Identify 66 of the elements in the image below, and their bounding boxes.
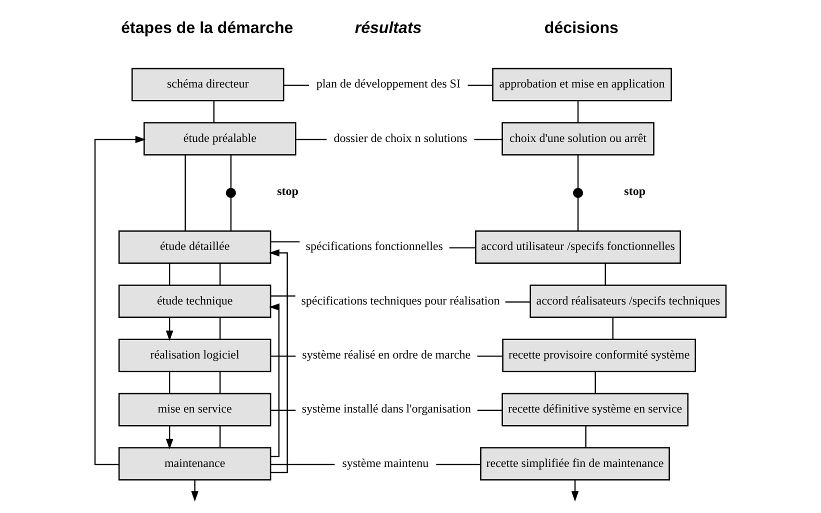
connector bbox=[219, 318, 221, 340]
node-box: étude détaillée bbox=[118, 230, 272, 264]
node-text: système maintenu bbox=[342, 456, 429, 470]
connector bbox=[577, 155, 579, 188]
connector bbox=[468, 84, 492, 86]
node-box: choix d'une solution ou arrêt bbox=[502, 122, 654, 156]
connector bbox=[270, 356, 296, 357]
node-box: étude technique bbox=[118, 284, 272, 318]
node-box: mise en service bbox=[118, 392, 272, 426]
label: étapes de la démarche bbox=[121, 19, 294, 38]
arrow bbox=[94, 136, 146, 466]
connector bbox=[168, 263, 170, 286]
arrow bbox=[268, 249, 288, 474]
connector bbox=[577, 100, 579, 123]
connector bbox=[230, 198, 232, 231]
node-box: recette simplifiée fin de maintenance bbox=[480, 447, 670, 480]
connector bbox=[219, 372, 221, 394]
arrow bbox=[269, 303, 280, 458]
connector bbox=[585, 426, 586, 448]
connector bbox=[213, 100, 214, 123]
connector bbox=[296, 138, 327, 140]
node-box: maintenance bbox=[118, 447, 272, 480]
node-text: système réalisé en ordre de marche bbox=[302, 348, 471, 362]
node-box: recette provisoire conformité système bbox=[502, 338, 696, 372]
node-box: approbation et mise en application bbox=[492, 68, 672, 102]
node-label: stop bbox=[624, 184, 646, 198]
node-text: système installé dans l'organisation bbox=[302, 402, 471, 416]
node-text: spécifications fonctionnelles bbox=[306, 239, 443, 254]
connector bbox=[270, 241, 300, 242]
connector bbox=[604, 263, 606, 286]
arrow bbox=[166, 318, 174, 342]
connector bbox=[219, 263, 221, 286]
node-box: recette définitive système en service bbox=[502, 392, 689, 426]
connector bbox=[270, 410, 296, 411]
connector bbox=[270, 295, 296, 297]
connector bbox=[284, 84, 310, 86]
arrow bbox=[571, 480, 579, 502]
arrow bbox=[191, 480, 198, 502]
connector bbox=[168, 372, 170, 394]
node-box: accord réalisateurs /specifs techniques bbox=[530, 284, 727, 318]
connector bbox=[184, 155, 186, 231]
connector bbox=[449, 247, 476, 248]
connector bbox=[230, 155, 232, 188]
connector bbox=[436, 464, 480, 466]
connector bbox=[270, 464, 335, 466]
connector bbox=[219, 426, 221, 448]
node-circle bbox=[226, 188, 236, 198]
connector bbox=[612, 318, 614, 340]
node-box: schéma directeur bbox=[131, 68, 284, 102]
connector bbox=[477, 410, 502, 411]
node-circle bbox=[573, 188, 584, 198]
node-text: plan de développement des SI bbox=[316, 76, 461, 91]
connector bbox=[577, 198, 579, 231]
node-box: réalisation logiciel bbox=[118, 338, 272, 372]
node-box: accord utilisateur /specifs fonctionnelles bbox=[475, 230, 681, 264]
connector bbox=[474, 138, 502, 140]
connector bbox=[594, 372, 596, 394]
label: résultats bbox=[354, 19, 422, 38]
node-text: dossier de choix n solutions bbox=[334, 130, 468, 145]
node-text: spécifications techniques pour réalisation bbox=[301, 293, 500, 308]
node-label: stop bbox=[277, 184, 298, 198]
connector bbox=[505, 301, 530, 303]
arrow bbox=[166, 426, 174, 450]
node-box: étude préalable bbox=[144, 122, 296, 156]
label: décisions bbox=[544, 19, 618, 38]
connector bbox=[477, 356, 502, 357]
